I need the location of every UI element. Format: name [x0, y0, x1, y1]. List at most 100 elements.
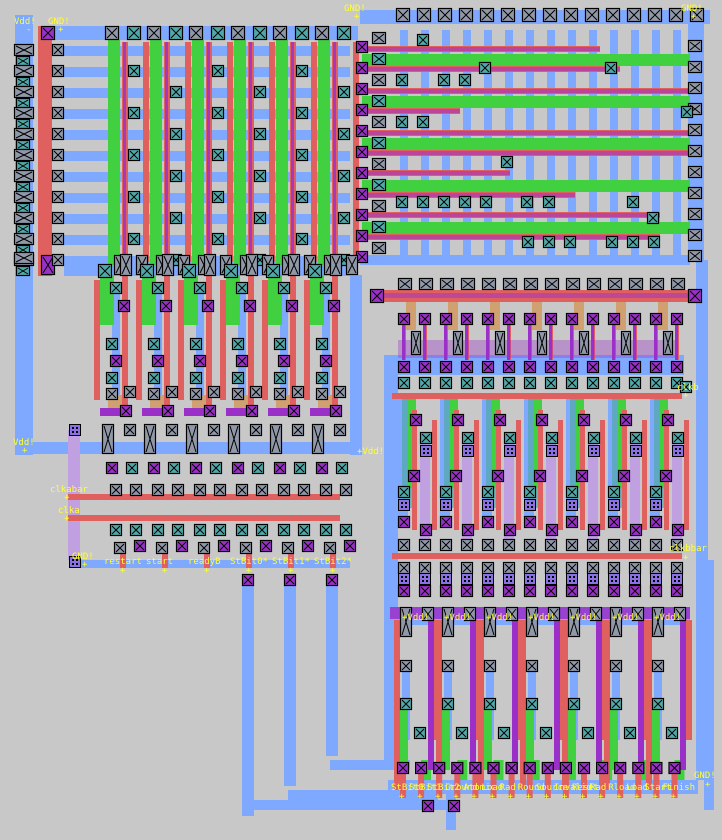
ndcontact-grid[interactable]: [169, 211, 183, 225]
via-row-c[interactable]: [460, 360, 474, 374]
ndcontact-cell-5[interactable]: [167, 461, 181, 475]
via-cell-1[interactable]: [285, 299, 299, 313]
contact-row-a[interactable]: [586, 277, 602, 291]
ndcontact-left-stack[interactable]: [15, 55, 31, 67]
contact-left-stack[interactable]: [13, 190, 35, 204]
ndcontact-cell-8[interactable]: [151, 523, 165, 537]
contact-gnd-rail-top[interactable]: [416, 7, 432, 23]
via-row-lower[interactable]: [544, 584, 558, 598]
ndcontact-right-grid-2[interactable]: [479, 195, 493, 209]
contact-tall-row-b[interactable]: [452, 330, 464, 356]
ndcontact-right-grid-2[interactable]: [458, 73, 472, 87]
ndcontact-left-stack[interactable]: [15, 265, 31, 277]
via-cell-2[interactable]: [319, 354, 333, 368]
ndcontact-cell-8[interactable]: [193, 523, 207, 537]
via-cell-10[interactable]: [175, 539, 189, 553]
contact-clkbbar-below[interactable]: [565, 561, 579, 575]
pin-gnd-bottom-left[interactable]: [69, 556, 81, 568]
contact-cell-tall[interactable]: [227, 423, 241, 455]
contact-cell-7[interactable]: [171, 483, 185, 497]
contact-gnd-rail-top[interactable]: [668, 7, 684, 23]
contact-cell-10[interactable]: [197, 541, 211, 555]
ndcontact-clkb-row[interactable]: [544, 376, 558, 390]
ndcontact-right-grid[interactable]: [626, 195, 640, 209]
pin-row-lower[interactable]: [440, 573, 452, 585]
ndcontact-gnd-top[interactable]: [210, 25, 226, 41]
via-row-b[interactable]: [670, 312, 684, 326]
contact-cell-5[interactable]: [207, 423, 221, 437]
pin-cell-right[interactable]: [504, 445, 516, 457]
via-row-lower[interactable]: [565, 584, 579, 598]
via-row-b[interactable]: [586, 312, 600, 326]
via-gnd-top[interactable]: [40, 25, 56, 41]
via-row-lower[interactable]: [460, 584, 474, 598]
pin-row-lower[interactable]: [608, 573, 620, 585]
contact-clkbbar-below[interactable]: [607, 561, 621, 575]
via-cell-10[interactable]: [133, 539, 147, 553]
ndcontact-right-grid[interactable]: [416, 33, 430, 47]
contact-left-stack[interactable]: [13, 106, 35, 120]
ndcontact-right-grid[interactable]: [520, 195, 534, 209]
ndcontact-grid[interactable]: [337, 85, 351, 99]
ndcontact-right-grid-2[interactable]: [521, 235, 535, 249]
contact-row-start[interactable]: [51, 127, 65, 141]
contact-clkbbar-below[interactable]: [586, 561, 600, 575]
ndcontact-vdd-mid[interactable]: [483, 697, 497, 711]
via-row-lower[interactable]: [418, 584, 432, 598]
contact-cell-7[interactable]: [129, 483, 143, 497]
contact-clkbbar-below[interactable]: [670, 561, 684, 575]
contact-cell-5[interactable]: [249, 423, 263, 437]
contact-cell-5[interactable]: [333, 423, 347, 437]
contact-clkbbar-above[interactable]: [586, 538, 600, 552]
contact-row-start[interactable]: [51, 211, 65, 225]
via-cell-right-4[interactable]: [503, 523, 517, 537]
ndcontact-right-grid-2[interactable]: [395, 73, 409, 87]
ndcontact-right-grid-2[interactable]: [647, 235, 661, 249]
ndcontact-vdd-low[interactable]: [413, 726, 427, 740]
contact-clkbbar-below[interactable]: [544, 561, 558, 575]
ndcontact-right-grid[interactable]: [500, 155, 514, 169]
via-output-pin[interactable]: [559, 761, 573, 775]
via-row-lower[interactable]: [628, 584, 642, 598]
contact-cell-5[interactable]: [291, 423, 305, 437]
ndcontact-left-stack[interactable]: [15, 118, 31, 130]
pin-cell-right-2[interactable]: [524, 499, 536, 511]
ndcontact-cell-9[interactable]: [255, 523, 269, 537]
via-output-pin[interactable]: [469, 761, 482, 775]
ndcontact-grid[interactable]: [253, 211, 267, 225]
via-row-c[interactable]: [418, 360, 432, 374]
ndcontact-cell-8[interactable]: [109, 523, 123, 537]
contact-right-column[interactable]: [687, 81, 703, 95]
ndcontact-cell-top[interactable]: [181, 263, 197, 279]
contact-row-start[interactable]: [51, 190, 65, 204]
ndcontact-cell-top[interactable]: [223, 263, 239, 279]
via-cell-4[interactable]: [203, 404, 217, 418]
via-cell-right-2[interactable]: [617, 469, 631, 483]
contact-clkbbar-below[interactable]: [523, 561, 537, 575]
ndcontact-cell-9[interactable]: [129, 523, 143, 537]
via-output-pin[interactable]: [650, 761, 663, 775]
ndcontact-cell-right-2[interactable]: [523, 485, 537, 499]
pin-cell-right[interactable]: [672, 445, 684, 457]
contact-clkbbar-above[interactable]: [502, 538, 516, 552]
ndcontact-cell-right-2[interactable]: [649, 485, 663, 499]
ndcontact-clkb-row[interactable]: [439, 376, 453, 390]
contact-tall-row-b[interactable]: [662, 330, 674, 356]
ndcontact-vdd-mid[interactable]: [441, 697, 455, 711]
contact-cell-tall[interactable]: [101, 423, 115, 455]
ndcontact-cell-right-2[interactable]: [481, 485, 495, 499]
ndcontact-grid[interactable]: [253, 169, 267, 183]
via-row-c[interactable]: [628, 360, 642, 374]
contact-vdd-row[interactable]: [673, 606, 687, 622]
contact-tall-row-b[interactable]: [410, 330, 422, 356]
ndcontact-vdd-low[interactable]: [623, 726, 637, 740]
pin-row-lower[interactable]: [587, 573, 599, 585]
via-cell-4[interactable]: [287, 404, 301, 418]
via-row-end[interactable]: [355, 82, 369, 96]
via-cell-2[interactable]: [235, 354, 249, 368]
ndcontact-clkb-row[interactable]: [481, 376, 495, 390]
ndcontact-grid[interactable]: [253, 85, 267, 99]
via-input[interactable]: [241, 573, 255, 587]
ndcontact-grid[interactable]: [169, 127, 183, 141]
contact-row-a[interactable]: [439, 277, 455, 291]
